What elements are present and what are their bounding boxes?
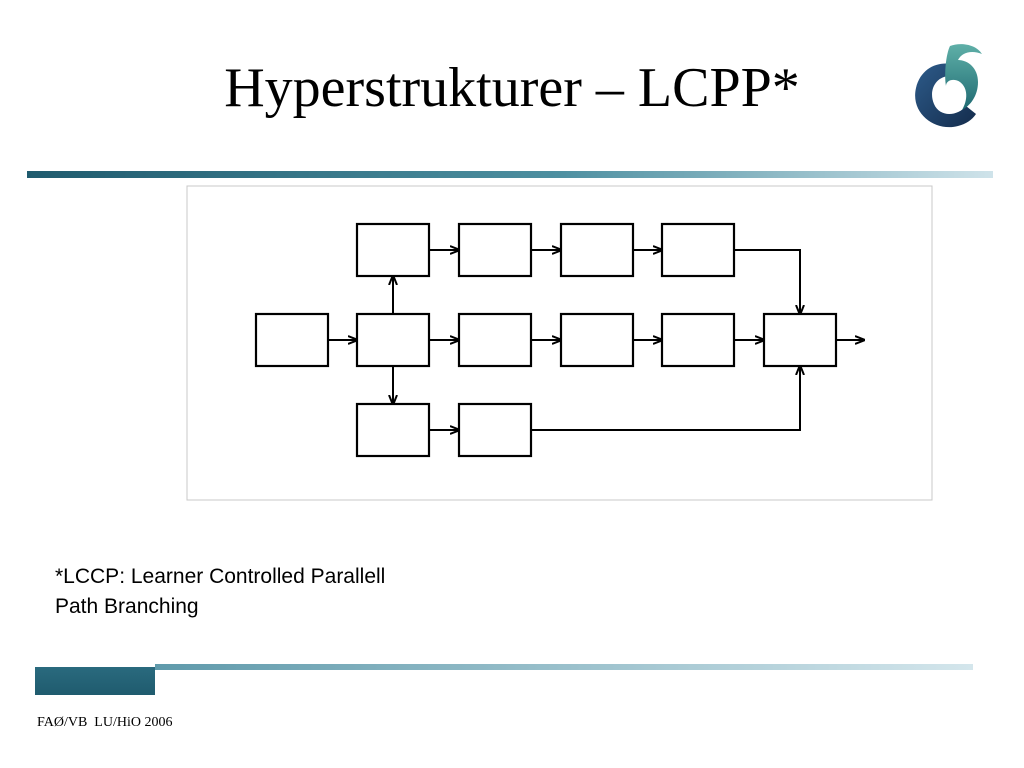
diagram-edges [328, 250, 864, 430]
edge-top-4-to-merge [734, 249, 800, 314]
node-branch [355, 312, 431, 368]
slide-title: Hyperstrukturer – LCPP* [224, 57, 800, 119]
node-bottom-1 [355, 402, 431, 458]
footnote-line-2: Path Branching [55, 595, 199, 618]
footnote-line-1: *LCCP: Learner Controlled Parallell [55, 565, 386, 588]
edge-bottom-2-to-merge [531, 366, 800, 431]
diagram-nodes [254, 222, 838, 458]
node-top-2 [457, 222, 533, 278]
footer-accent-block [35, 667, 155, 695]
hio-logo-icon [915, 44, 982, 128]
node-top-3 [559, 222, 635, 278]
node-bottom-2 [457, 402, 533, 458]
node-top-1 [355, 222, 431, 278]
header-divider [27, 171, 993, 178]
footnote: *LCCP: Learner Controlled Parallell Path… [55, 562, 385, 622]
node-mid-1 [457, 312, 533, 368]
node-mid-3 [660, 312, 736, 368]
node-merge [762, 312, 838, 368]
node-mid-2 [559, 312, 635, 368]
footer-text: FAØ/VB LU/HiO 2006 [37, 715, 173, 730]
node-top-4 [660, 222, 736, 278]
node-start [254, 312, 330, 368]
footer-divider [155, 664, 973, 670]
lcpp-diagram [186, 185, 933, 501]
